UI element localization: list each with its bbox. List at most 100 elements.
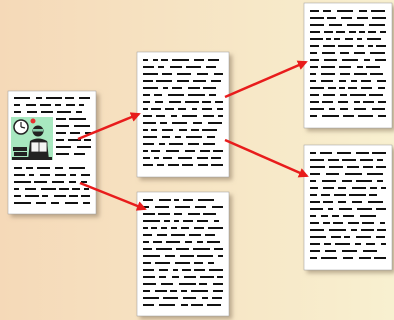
text-line bbox=[55, 167, 63, 169]
text-line bbox=[185, 150, 195, 152]
text-line bbox=[340, 108, 348, 110]
text-line bbox=[83, 202, 90, 204]
text-line bbox=[156, 115, 165, 117]
text-line bbox=[169, 101, 181, 103]
text-line bbox=[55, 104, 61, 106]
text-line bbox=[26, 167, 33, 169]
arrow-middle-page-top-to-right-page-top bbox=[224, 60, 308, 99]
text-line bbox=[323, 45, 335, 47]
text-line bbox=[189, 234, 201, 236]
text-line bbox=[143, 143, 154, 145]
text-line bbox=[343, 215, 354, 217]
text-line bbox=[332, 215, 339, 217]
text-line bbox=[14, 174, 25, 176]
clock-icon bbox=[13, 118, 36, 135]
arrow-source-page-to-middle-page-top bbox=[77, 112, 141, 141]
text-line bbox=[321, 80, 333, 82]
text-line bbox=[331, 236, 341, 238]
text-line bbox=[184, 276, 196, 278]
text-line bbox=[200, 150, 210, 152]
text-line bbox=[344, 236, 350, 238]
text-line bbox=[345, 173, 362, 175]
text-line bbox=[40, 104, 51, 106]
text-line bbox=[151, 108, 161, 110]
text-line bbox=[378, 87, 385, 89]
text-line bbox=[358, 115, 373, 117]
text-line bbox=[340, 94, 347, 96]
text-line bbox=[370, 52, 385, 54]
text-line bbox=[323, 201, 333, 203]
text-line bbox=[310, 257, 317, 259]
text-line bbox=[369, 194, 377, 196]
text-line bbox=[143, 73, 158, 75]
text-line bbox=[36, 202, 46, 204]
text-line bbox=[160, 122, 167, 124]
text-line bbox=[36, 97, 42, 99]
text-line bbox=[340, 73, 350, 75]
text-line bbox=[183, 199, 193, 201]
text-line bbox=[168, 164, 179, 166]
text-line bbox=[360, 159, 373, 161]
text-line bbox=[164, 220, 170, 222]
text-line bbox=[163, 157, 172, 159]
text-line bbox=[85, 132, 91, 134]
text-line bbox=[325, 250, 336, 252]
text-line bbox=[343, 257, 353, 259]
text-line bbox=[156, 80, 172, 82]
text-line bbox=[177, 73, 191, 75]
book-stack bbox=[13, 147, 27, 151]
text-line bbox=[14, 167, 22, 169]
text-line bbox=[202, 129, 217, 131]
text-line bbox=[143, 220, 160, 222]
text-line bbox=[40, 174, 50, 176]
text-line bbox=[203, 213, 216, 215]
text-line bbox=[193, 80, 206, 82]
text-line bbox=[177, 80, 189, 82]
text-line bbox=[338, 187, 346, 189]
text-line bbox=[143, 87, 158, 89]
text-line bbox=[336, 31, 345, 33]
text-line bbox=[156, 248, 172, 250]
text-line bbox=[171, 234, 185, 236]
text-line bbox=[310, 10, 319, 12]
text-line bbox=[310, 180, 316, 182]
text-line bbox=[52, 181, 64, 183]
text-line bbox=[361, 87, 372, 89]
arrow-source-page-to-middle-page-bottom bbox=[79, 181, 147, 211]
text-line bbox=[342, 250, 357, 252]
text-line bbox=[376, 45, 386, 47]
text-line bbox=[162, 136, 170, 138]
text-line bbox=[363, 101, 374, 103]
text-line bbox=[143, 234, 152, 236]
text-line bbox=[329, 108, 335, 110]
text-line bbox=[329, 24, 342, 26]
document-page bbox=[303, 2, 393, 129]
text-line bbox=[310, 201, 320, 203]
text-line bbox=[372, 17, 386, 19]
reader-figure-icon bbox=[28, 125, 49, 160]
text-line bbox=[143, 136, 157, 138]
text-line bbox=[310, 73, 316, 75]
text-line bbox=[357, 45, 364, 47]
text-line bbox=[310, 187, 318, 189]
text-line bbox=[310, 229, 324, 231]
text-line bbox=[14, 195, 21, 197]
text-line bbox=[175, 262, 190, 264]
text-line bbox=[14, 104, 20, 106]
text-line bbox=[208, 59, 219, 61]
text-line bbox=[143, 157, 150, 159]
text-line bbox=[342, 180, 352, 182]
text-line bbox=[188, 143, 199, 145]
text-line bbox=[357, 38, 362, 40]
text-line bbox=[338, 101, 348, 103]
text-line bbox=[203, 87, 216, 89]
text-line bbox=[310, 101, 319, 103]
text-line bbox=[176, 248, 189, 250]
text-line bbox=[360, 215, 376, 217]
text-line bbox=[166, 150, 179, 152]
text-line bbox=[70, 132, 80, 134]
text-line bbox=[27, 111, 37, 113]
text-line bbox=[69, 118, 86, 120]
text-line bbox=[153, 241, 162, 243]
text-line bbox=[339, 87, 345, 89]
